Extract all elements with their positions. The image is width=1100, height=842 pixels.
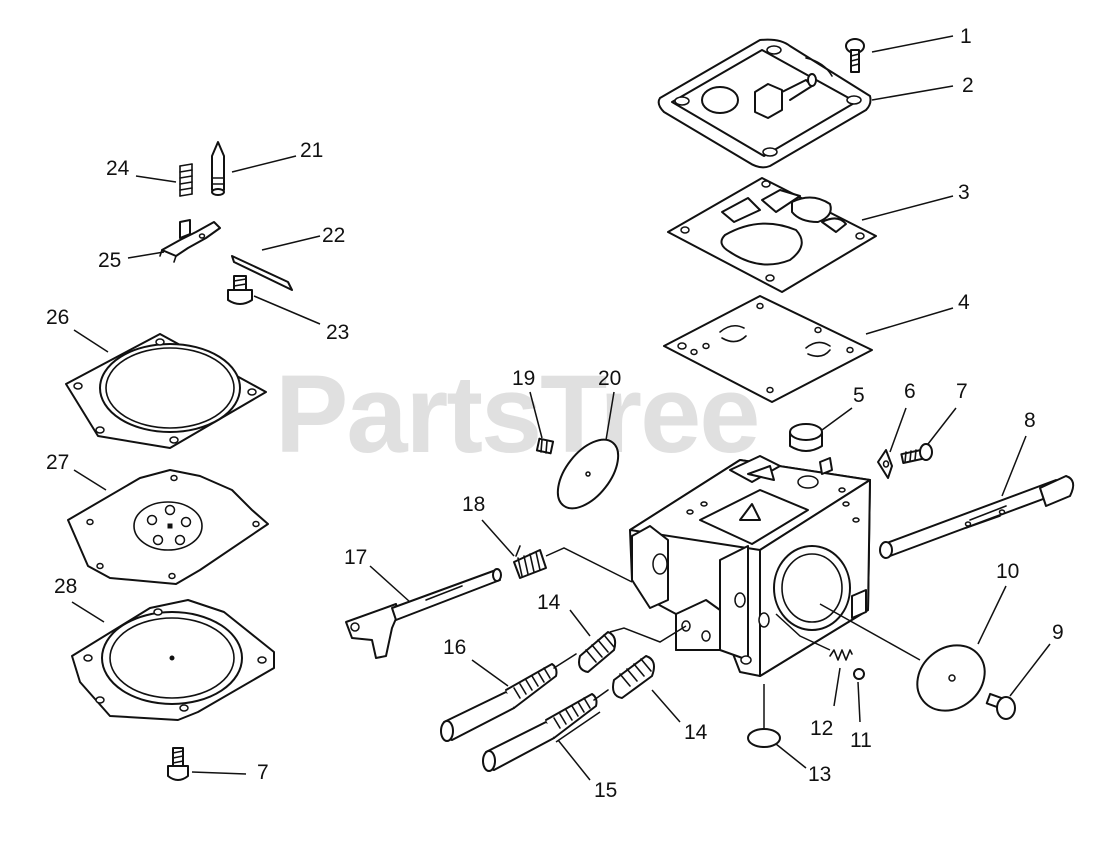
part-15-needle-lower[interactable]: [482, 689, 609, 772]
part-28-cover[interactable]: [71, 599, 275, 721]
part-21-pin[interactable]: [211, 141, 225, 196]
callout-12[interactable]: 12: [810, 717, 833, 740]
part-4-pump-diaphragm[interactable]: [663, 295, 873, 403]
callout-22[interactable]: 22: [322, 224, 345, 247]
callout-labels: 1 2 3 4 5 6 7 8 9 10 11 12 13 14 14 15 1…: [46, 25, 1064, 802]
callout-7b[interactable]: 7: [257, 761, 269, 784]
part-23-screw[interactable]: [227, 275, 253, 305]
callout-18[interactable]: 18: [462, 493, 485, 516]
part-14-spring-upper[interactable]: [578, 631, 617, 673]
watermark-text: PartsTree: [275, 353, 758, 476]
callout-24[interactable]: 24: [106, 157, 130, 180]
callout-20[interactable]: 20: [598, 367, 621, 390]
callout-21[interactable]: 21: [300, 139, 323, 162]
part-18-spring[interactable]: [513, 545, 547, 579]
callout-4[interactable]: 4: [958, 291, 970, 314]
part-20-choke-valve[interactable]: [546, 429, 630, 519]
callout-1[interactable]: 1: [960, 25, 972, 48]
part-8-throttle-shaft[interactable]: [879, 475, 1075, 559]
part-19-screw[interactable]: [535, 437, 555, 455]
callout-15[interactable]: 15: [594, 779, 617, 802]
part-7-screw-upper[interactable]: [900, 443, 933, 464]
callout-8[interactable]: 8: [1024, 409, 1036, 432]
part-5-cap[interactable]: [789, 423, 823, 452]
callout-2[interactable]: 2: [962, 74, 974, 97]
part-6-clip[interactable]: [877, 449, 893, 479]
part-27-diaphragm[interactable]: [67, 469, 269, 585]
callout-27[interactable]: 27: [46, 451, 69, 474]
callout-7a[interactable]: 7: [956, 380, 968, 403]
part-9-screw[interactable]: [985, 692, 1016, 720]
part-14-spring-lower[interactable]: [612, 655, 655, 699]
carburetor-body[interactable]: [629, 455, 871, 677]
part-16-needle-upper[interactable]: [440, 653, 577, 742]
part-17-choke-lever[interactable]: [345, 568, 502, 659]
part-12-spring[interactable]: [829, 649, 853, 661]
part-3-gasket[interactable]: [667, 177, 877, 293]
callout-14b[interactable]: 14: [684, 721, 708, 744]
part-13-filter[interactable]: [747, 728, 781, 748]
callout-25[interactable]: 25: [98, 249, 121, 272]
callout-19[interactable]: 19: [512, 367, 535, 390]
part-10-throttle-valve[interactable]: [904, 632, 998, 724]
callout-13[interactable]: 13: [808, 763, 831, 786]
callout-6[interactable]: 6: [904, 380, 916, 403]
part-25-metering-lever[interactable]: [159, 219, 221, 263]
part-22-rod[interactable]: [231, 255, 293, 291]
part-26-gasket[interactable]: [65, 333, 267, 449]
callout-14a[interactable]: 14: [537, 591, 561, 614]
callout-9[interactable]: 9: [1052, 621, 1064, 644]
callout-26[interactable]: 26: [46, 306, 69, 329]
callout-5[interactable]: 5: [853, 384, 865, 407]
callout-3[interactable]: 3: [958, 181, 970, 204]
callout-11[interactable]: 11: [850, 729, 872, 752]
callout-17[interactable]: 17: [344, 546, 367, 569]
part-7-screw-lower[interactable]: [167, 747, 189, 781]
callout-10[interactable]: 10: [996, 560, 1019, 583]
callout-28[interactable]: 28: [54, 575, 77, 598]
part-2-cover[interactable]: [657, 38, 872, 169]
part-1-screw[interactable]: [845, 38, 865, 73]
callout-16[interactable]: 16: [443, 636, 466, 659]
callout-23[interactable]: 23: [326, 321, 349, 344]
leader-lines: [71, 35, 1051, 781]
part-24-spring[interactable]: [179, 163, 193, 197]
part-11-ball[interactable]: [853, 668, 865, 680]
